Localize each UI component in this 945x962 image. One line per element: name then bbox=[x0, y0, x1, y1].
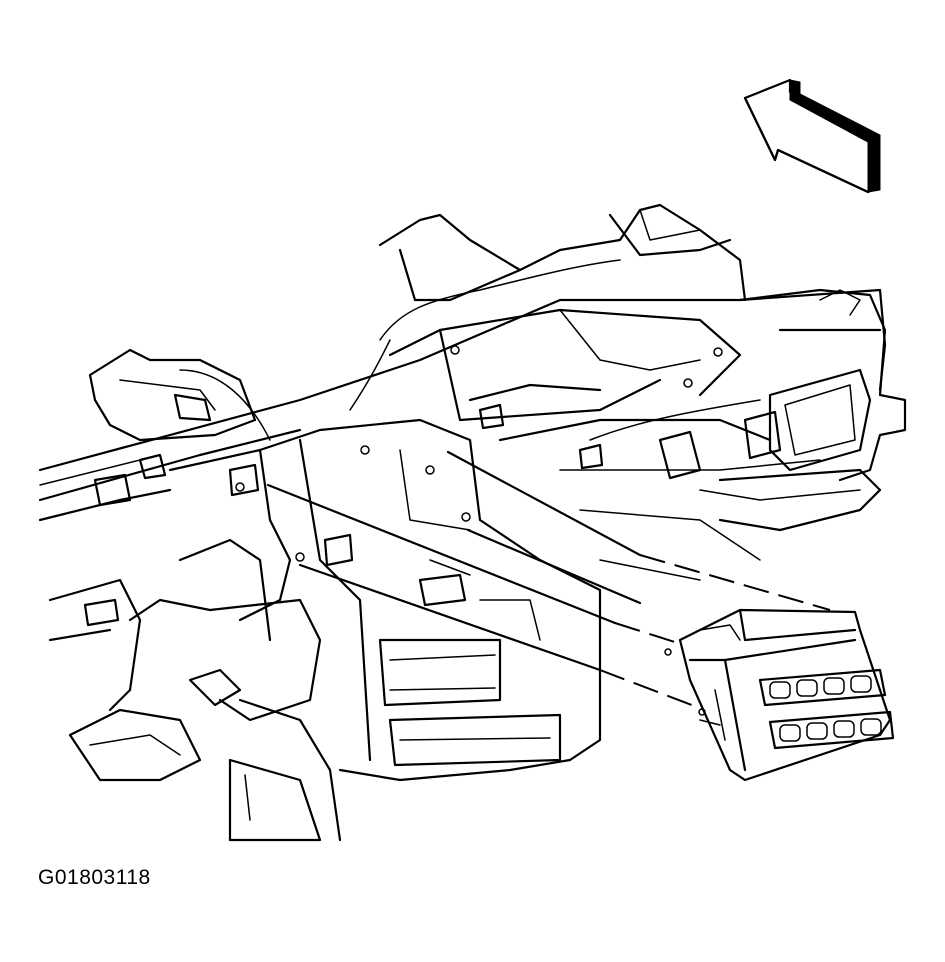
figure-id-label: G01803118 bbox=[38, 866, 151, 889]
control-module bbox=[664, 608, 895, 782]
instrument-panel-carrier bbox=[38, 203, 907, 842]
assembly-guide-lines bbox=[266, 450, 831, 713]
direction-arrow-icon bbox=[743, 78, 881, 194]
